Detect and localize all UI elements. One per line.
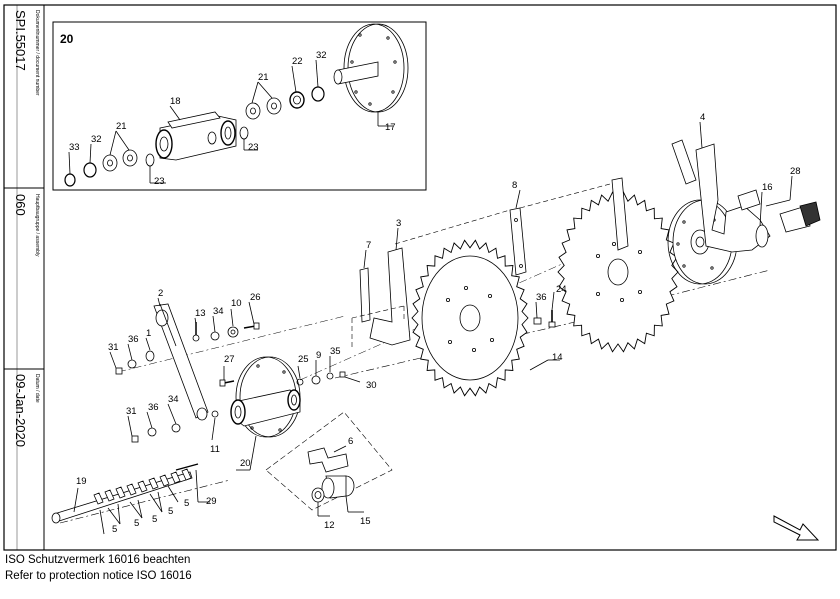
part-callout-1: 1 xyxy=(146,328,151,339)
part-callout-29: 29 xyxy=(206,496,217,507)
date-caption: Datum / date xyxy=(34,374,40,403)
part-callout-36: 36 xyxy=(148,402,159,413)
part-callout-19: 19 xyxy=(76,476,87,487)
arm-part xyxy=(153,303,209,421)
part-callout-31: 31 xyxy=(126,406,137,417)
detail-callout-32: 32 xyxy=(91,134,102,145)
saw-blade-part xyxy=(411,239,529,397)
part-callout-24: 24 xyxy=(556,284,567,295)
part-callout-5: 5 xyxy=(184,498,189,509)
part-callout-15: 15 xyxy=(360,516,371,527)
flange-disc-part xyxy=(333,23,409,113)
detail-callout-21: 21 xyxy=(258,72,269,83)
document-number: SPI.55017 xyxy=(13,10,28,71)
saw-blade-rear-part xyxy=(557,191,679,353)
part-callout-25: 25 xyxy=(298,354,309,365)
part-callout-13: 13 xyxy=(195,308,206,319)
direction-arrow-icon xyxy=(773,515,820,541)
detail-view-frame xyxy=(52,21,427,191)
detail-callout-22: 22 xyxy=(292,56,303,67)
part-callout-2: 2 xyxy=(158,288,163,299)
housing-part xyxy=(155,111,237,161)
detail-callout-23: 23 xyxy=(154,176,165,187)
part-callout-14: 14 xyxy=(552,352,563,363)
main-hub-part xyxy=(230,356,301,438)
main-parts xyxy=(51,121,821,535)
detail-callout-23: 23 xyxy=(248,142,259,153)
part-callout-5: 5 xyxy=(134,518,139,529)
detail-callout-32: 32 xyxy=(316,50,327,61)
part-callout-34: 34 xyxy=(168,394,179,405)
part-callout-28: 28 xyxy=(790,166,801,177)
part-callout-16: 16 xyxy=(762,182,773,193)
finger-shaft-part xyxy=(51,468,193,524)
drawing-frame xyxy=(3,4,837,551)
part-callout-7: 7 xyxy=(366,240,371,251)
part-callout-12: 12 xyxy=(324,520,335,531)
document-number-caption: Dokumentnummer / document number xyxy=(34,10,40,96)
part-callout-5: 5 xyxy=(168,506,173,517)
detail-callout-33: 33 xyxy=(69,142,80,153)
part-callout-26: 26 xyxy=(250,292,261,303)
detail-parts xyxy=(64,23,409,187)
part-callout-8: 8 xyxy=(512,180,517,191)
document-date: 09-Jan-2020 xyxy=(13,374,28,447)
protection-notice-en: Refer to protection notice ISO 16016 xyxy=(5,570,192,582)
part-callout-9: 9 xyxy=(316,350,321,361)
part-callout-31: 31 xyxy=(108,342,119,353)
protection-notice-de: ISO Schutzvermerk 16016 beachten xyxy=(5,554,191,566)
hub-assembly-part xyxy=(667,139,821,285)
part-callout-10: 10 xyxy=(231,298,242,309)
part-callout-5: 5 xyxy=(152,514,157,525)
assembly-number: 060 xyxy=(13,194,28,216)
part-callout-36: 36 xyxy=(128,334,139,345)
part-callout-34: 34 xyxy=(213,306,224,317)
part-callout-11: 11 xyxy=(210,444,220,455)
detail-callout-18: 18 xyxy=(170,96,181,107)
part-callout-27: 27 xyxy=(224,354,235,365)
assembly-caption: Hauptbaugruppe / assembly xyxy=(34,194,40,257)
part-callout-36: 36 xyxy=(536,292,547,303)
part-callout-35: 35 xyxy=(330,346,341,357)
detail-view-title: 20 xyxy=(60,32,74,46)
part-callout-3: 3 xyxy=(396,218,401,229)
detail-callout-21: 21 xyxy=(116,121,127,132)
part-callout-4: 4 xyxy=(700,112,705,123)
part-callout-6: 6 xyxy=(348,436,353,447)
part-callout-30: 30 xyxy=(366,380,377,391)
detail-callout-17: 17 xyxy=(385,122,396,133)
part-callout-20: 20 xyxy=(240,458,251,469)
part-callout-5: 5 xyxy=(112,524,117,535)
